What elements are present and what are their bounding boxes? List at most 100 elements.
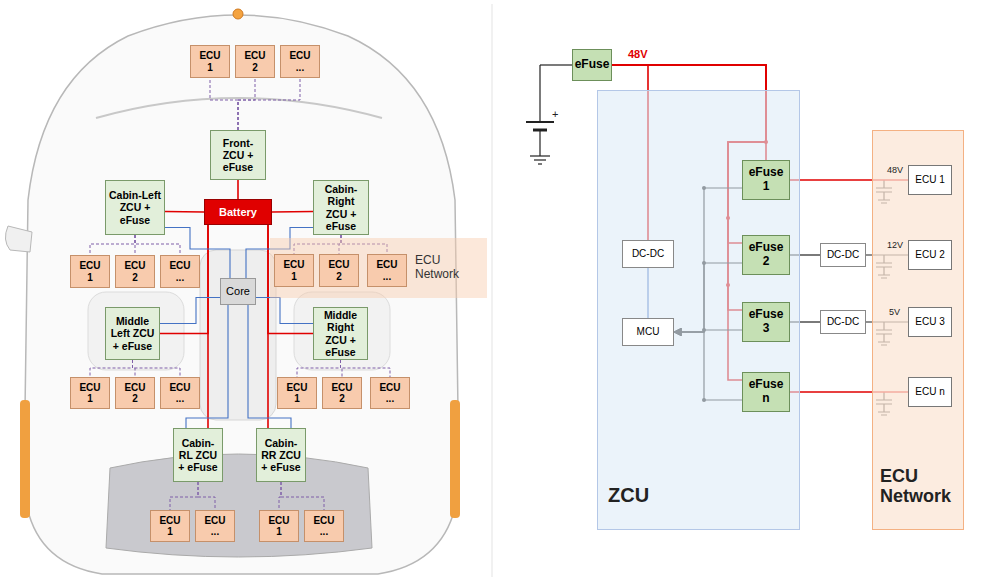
node-text: Core: [226, 285, 250, 298]
ecu-box: ECU 1: [277, 377, 317, 409]
ecu-box: ECU 3: [908, 307, 952, 337]
voltage-label: 48V: [628, 48, 648, 60]
wire: [198, 482, 215, 510]
mcu-box: MCU: [622, 318, 674, 346]
ecu-box: ECU ...: [195, 510, 235, 542]
ecu-network-band: ECU NetworkECU 1ECU 2ECU ...: [270, 238, 487, 298]
node-text: ECU 1: [283, 259, 305, 282]
wire: [248, 305, 291, 428]
wire: [256, 298, 313, 324]
node-text: DC-DC: [632, 248, 664, 260]
zcu-box: Front-ZCU + eFuse: [210, 130, 266, 180]
zcu-panel: ZCU DC-DC MCU eFuse 1 eFuse 2 eFuse 3 eFuse n: [597, 90, 800, 530]
node-text: ECU 1: [199, 50, 221, 73]
node-text: ECU ...: [313, 515, 335, 538]
efuse-box: eFuse 2: [742, 235, 790, 275]
ecu-box: ECU ...: [280, 45, 320, 78]
wire: [90, 235, 135, 255]
wire: [207, 225, 209, 428]
node-text: ZCU: [608, 484, 649, 507]
ecu-box: ECU 1: [274, 254, 314, 287]
node-text: eFuse: [575, 58, 610, 72]
node-text: ECU ...: [379, 382, 401, 405]
node-text: ECU 2: [915, 249, 944, 261]
ecu-network-panel: ECU Network ECU 1 ECU 2 ECU 3 ECU n: [872, 130, 964, 530]
ecu-box: ECU 2: [115, 255, 155, 288]
zcu-box: Cabin-RL ZCU + eFuse: [173, 428, 223, 482]
node-text: ECU 2: [331, 382, 353, 405]
center-console: [200, 250, 276, 420]
node-text: Cabin-RL ZCU + eFuse: [176, 437, 220, 473]
node-text: eFuse 2: [749, 241, 784, 269]
front-light: [233, 9, 243, 19]
node-text: ECU Network: [880, 466, 960, 507]
wheel: [20, 400, 30, 518]
node-text: eFuse n: [749, 378, 784, 406]
ecu-box: ECU 1: [259, 510, 299, 542]
node-text: DC-DC: [827, 249, 859, 261]
wire: [279, 482, 281, 510]
ecu-box: ECU n: [908, 377, 952, 407]
battery-symbol: [526, 121, 554, 123]
node-text: ECU n: [915, 386, 944, 398]
seat: [294, 292, 390, 370]
wire: [210, 78, 238, 130]
zcu-box: Cabin-Right ZCU + eFuse: [313, 180, 369, 235]
wire: [539, 65, 540, 122]
dcdc-box: DC-DC: [820, 243, 866, 267]
wire: [267, 225, 269, 428]
node-text: ECU 1: [159, 515, 181, 538]
node-text: ECU 1: [286, 382, 308, 405]
zcu-box: Middle Right ZCU + eFuse: [313, 307, 368, 360]
battery-box: Battery: [204, 199, 272, 225]
ecu-box: ECU 2: [319, 254, 359, 287]
node-text: ECU 2: [124, 260, 146, 283]
ground-symbol: [534, 159, 546, 160]
node-text: Middle Right ZCU + eFuse: [316, 309, 365, 357]
wire: [90, 360, 133, 377]
ecu-box: ECU 1: [70, 377, 110, 409]
seat: [88, 292, 184, 370]
efuse-box: eFuse n: [742, 372, 790, 412]
ecu-box: ECU ...: [304, 510, 344, 542]
ground-symbol: [538, 163, 542, 164]
node-text: ECU 2: [244, 50, 266, 73]
node-text: eFuse 1: [749, 166, 784, 194]
node-text: Front-ZCU + eFuse: [213, 137, 263, 173]
dcdc-box: DC-DC: [622, 240, 674, 268]
voltage-label: 5V: [889, 308, 900, 318]
node-text: DC-DC: [827, 316, 859, 328]
ecu-box: ECU ...: [160, 377, 200, 409]
wire: [133, 360, 181, 377]
node-text: ECU 1: [915, 174, 944, 186]
ground-symbol: [530, 155, 550, 156]
left-mirror: [5, 226, 32, 252]
zcu-box: Cabin-Left ZCU + eFuse: [105, 180, 165, 235]
node-text: Battery: [219, 206, 257, 219]
node-text: Cabin-Left ZCU + eFuse: [108, 189, 162, 225]
ecu-box: ECU 2: [115, 377, 155, 409]
wire: [135, 235, 180, 255]
ecu-box: ECU ...: [160, 255, 200, 288]
node-text: MCU: [637, 326, 660, 338]
voltage-label: 48V: [887, 166, 903, 176]
wire: [160, 225, 208, 334]
efuse-box: eFuse 3: [742, 302, 790, 342]
wire: [238, 78, 255, 130]
node-text: ECU 2: [328, 259, 350, 282]
wire: [237, 180, 239, 199]
wire: [160, 298, 220, 324]
ecu-box: ECU 2: [908, 240, 952, 270]
wire: [186, 305, 228, 428]
efuse-box: eFuse 1: [742, 160, 790, 200]
ecu-box: ECU 2: [322, 377, 362, 409]
core-box: Core: [220, 278, 256, 305]
trunk: [106, 454, 372, 557]
wire: [297, 360, 341, 377]
wire: [281, 482, 324, 510]
polarity-sign: +: [552, 108, 558, 120]
node-text: ECU ...: [204, 515, 226, 538]
wire: [170, 482, 198, 510]
wheel: [450, 400, 460, 518]
wire: [165, 211, 204, 213]
